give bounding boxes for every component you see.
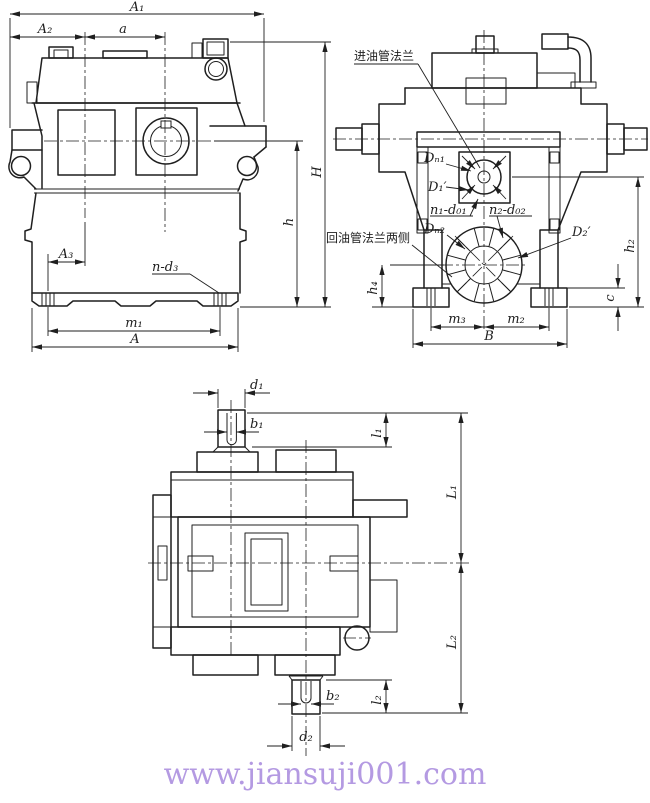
dim-label-l1: l₁ — [370, 428, 385, 437]
annotation-return-flange: 回油管法兰两侧 — [326, 230, 410, 245]
side-view: 进油管法兰 Dₙ₁ D₁′ n₁-d₀₁ n₂-d₀₂ Dₙ₂ 回油管法兰两侧 … — [326, 30, 648, 348]
dim-label-m2: m₂ — [507, 312, 525, 327]
dim-label-n-d3: n-d₃ — [152, 260, 178, 275]
dim-label-l2: l₂ — [370, 695, 385, 704]
dim-label-A2: A₂ — [37, 22, 53, 37]
foot-bolt-hole-hatch-left — [41, 293, 55, 306]
dim-label-m1: m₁ — [125, 316, 143, 331]
watermark-text: www.jiansuji001.com — [164, 757, 487, 792]
front-view: A₁ A₂ a H h A₃ n-d₃ m₁ A — [8, 0, 331, 352]
oil-pipe — [416, 131, 561, 148]
dim-label-b1: b₁ — [250, 417, 264, 432]
dim-label-D1-prime: D₁′ — [427, 180, 447, 195]
dim-label-DN1: Dₙ₁ — [423, 151, 445, 166]
gearbox-front-outline — [8, 32, 267, 307]
dim-label-h2: h₂ — [623, 239, 638, 253]
gearbox-side-outline — [333, 30, 648, 332]
dim-label-L1: L₁ — [445, 485, 460, 500]
dim-label-m3: m₃ — [448, 312, 466, 327]
dim-label-A3: A₃ — [58, 247, 74, 262]
nameplate — [465, 77, 507, 105]
dim-label-h: h — [282, 218, 297, 226]
elbow-pipe — [541, 33, 569, 50]
top-view-dimensions: d₁ b₁ l₁ L₁ L₂ l₂ b₂ d₂ — [193, 378, 468, 751]
dim-label-D2-prime: D₂′ — [571, 225, 591, 240]
foot-bolt-hole-hatch-right — [213, 293, 227, 306]
dim-label-DN2: Dₙ₂ — [423, 222, 445, 237]
keyway-notch — [160, 120, 172, 129]
dim-label-h4: h₄ — [366, 281, 381, 295]
dim-label-b2: b₂ — [326, 689, 340, 704]
dim-label-L2: L₂ — [445, 635, 460, 650]
dim-label-n2-d02: n₂-d₀₂ — [489, 203, 526, 218]
dim-label-d2: d₂ — [299, 730, 313, 745]
breather-pipe — [475, 35, 495, 54]
side-view-dimensions: h₂ c h₄ m₃ m₂ B — [366, 176, 644, 348]
gearbox-top-outline — [148, 400, 470, 756]
dim-label-B: B — [483, 329, 494, 344]
front-view-dimensions: A₁ A₂ a H h A₃ n-d₃ m₁ A — [9, 0, 331, 352]
annotation-inlet-flange: 进油管法兰 — [354, 48, 414, 63]
dim-label-n1-d01: n₁-d₀₁ — [430, 203, 467, 218]
side-view-annotations: 进油管法兰 Dₙ₁ D₁′ n₁-d₀₁ n₂-d₀₂ Dₙ₂ 回油管法兰两侧 … — [326, 48, 591, 278]
dim-label-a: a — [119, 22, 127, 37]
top-view: d₁ b₁ l₁ L₁ L₂ l₂ b₂ d₂ — [148, 378, 470, 756]
foot-bolt-hole-hatch — [426, 288, 554, 306]
input-shaft-top — [196, 409, 337, 473]
inlet-oil-flange — [458, 151, 511, 204]
dim-label-A: A — [129, 332, 139, 347]
dim-label-A1: A₁ — [129, 0, 145, 15]
dim-label-c: c — [603, 294, 618, 302]
dim-label-d1: d₁ — [250, 378, 264, 393]
dim-label-H: H — [310, 166, 325, 179]
bearing-plate — [135, 107, 198, 176]
inspection-window — [57, 109, 116, 176]
